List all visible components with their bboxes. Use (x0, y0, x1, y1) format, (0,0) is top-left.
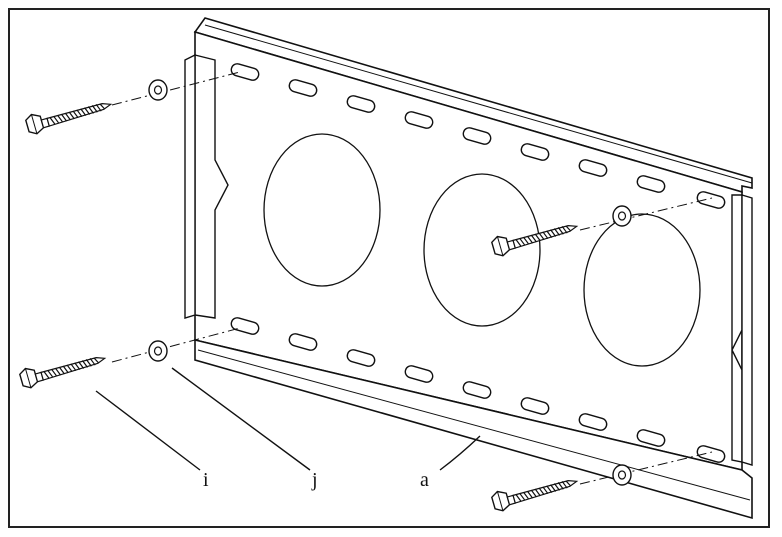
washer-middle-right (612, 205, 632, 227)
washer-bottom-left (148, 340, 168, 362)
plate-openings (263, 133, 701, 367)
screw-bottom-right (489, 469, 580, 514)
alignment-lines (111, 71, 713, 485)
screw-top-left (23, 92, 114, 137)
callout-label-i: i (203, 469, 209, 491)
washer-bottom-right (612, 464, 632, 486)
washer-top-left (148, 79, 168, 101)
callout-label-j: j (311, 469, 318, 491)
screw-bottom-left (17, 346, 108, 391)
callout-leaders (95, 367, 481, 471)
diagram-frame (8, 8, 770, 528)
callout-label-a: a (420, 469, 429, 491)
